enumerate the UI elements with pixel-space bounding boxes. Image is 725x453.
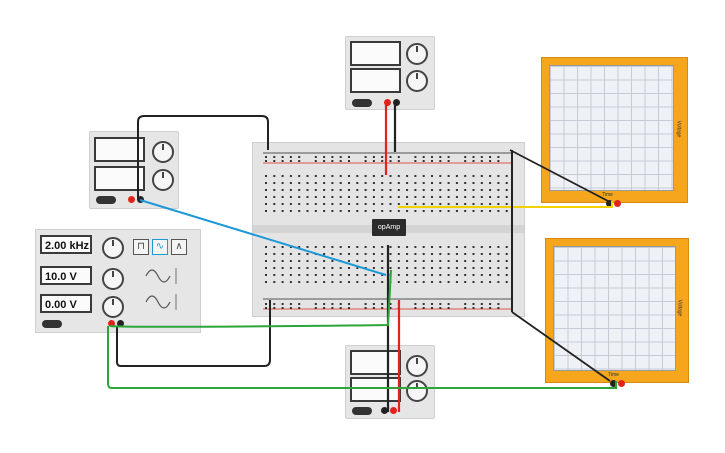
negative-terminal[interactable]	[393, 99, 400, 106]
voltage-axis-label: Voltage	[675, 120, 682, 138]
amplitude-knob[interactable]	[102, 268, 124, 290]
power-toggle[interactable]	[42, 320, 62, 328]
scope-screen	[549, 65, 674, 191]
voltage-knob[interactable]	[152, 141, 174, 163]
current-display	[350, 68, 401, 93]
sine-offset-icon	[145, 294, 177, 310]
triangle-wave-icon[interactable]: ∧	[171, 239, 187, 255]
time-axis-label: Time	[608, 372, 619, 378]
oscilloscope-bottom[interactable]: Time Voltage	[545, 238, 689, 387]
voltage-display	[350, 41, 401, 66]
scope-positive-terminal[interactable]	[618, 380, 625, 387]
sine-wave-icon[interactable]: ∿	[152, 239, 168, 255]
current-knob[interactable]	[406, 70, 428, 92]
function-generator[interactable]: 2.00 kHz 10.0 V 0.00 V ⊓ ∿ ∧	[35, 229, 201, 333]
current-knob[interactable]	[406, 380, 428, 402]
power-toggle[interactable]	[352, 407, 372, 415]
scope-screen	[553, 246, 676, 371]
opamp-chip[interactable]: opAmp	[372, 219, 406, 236]
power-toggle[interactable]	[352, 99, 372, 107]
positive-terminal[interactable]	[384, 99, 391, 106]
negative-terminal[interactable]	[137, 196, 144, 203]
positive-terminal[interactable]	[390, 407, 397, 414]
voltage-display	[350, 350, 401, 375]
voltage-axis-label: Voltage	[676, 299, 683, 317]
scope-negative-terminal[interactable]	[610, 380, 617, 387]
amplitude-display: 10.0 V	[40, 266, 92, 285]
negative-terminal[interactable]	[381, 407, 388, 414]
time-axis-label: Time	[602, 192, 613, 198]
power-supply-left[interactable]	[89, 131, 179, 209]
voltage-knob[interactable]	[406, 355, 428, 377]
power-toggle[interactable]	[96, 196, 116, 204]
positive-terminal[interactable]	[128, 196, 135, 203]
voltage-knob[interactable]	[406, 43, 428, 65]
scope-negative-terminal[interactable]	[606, 200, 613, 207]
oscilloscope-top[interactable]: Time Voltage	[541, 57, 688, 207]
offset-display: 0.00 V	[40, 294, 92, 313]
scope-positive-terminal[interactable]	[614, 200, 621, 207]
current-display	[94, 166, 145, 191]
power-supply-bottom[interactable]	[345, 345, 435, 419]
current-knob[interactable]	[152, 169, 174, 191]
power-supply-top[interactable]	[345, 36, 435, 110]
offset-knob[interactable]	[102, 296, 124, 318]
frequency-display: 2.00 kHz	[40, 235, 92, 254]
square-wave-icon[interactable]: ⊓	[133, 239, 149, 255]
negative-terminal[interactable]	[117, 320, 124, 327]
positive-terminal[interactable]	[108, 320, 115, 327]
voltage-display	[94, 137, 145, 162]
opamp-label: opAmp	[377, 224, 401, 231]
current-display	[350, 377, 401, 402]
sine-amplitude-icon	[145, 268, 177, 284]
frequency-knob[interactable]	[102, 237, 124, 259]
